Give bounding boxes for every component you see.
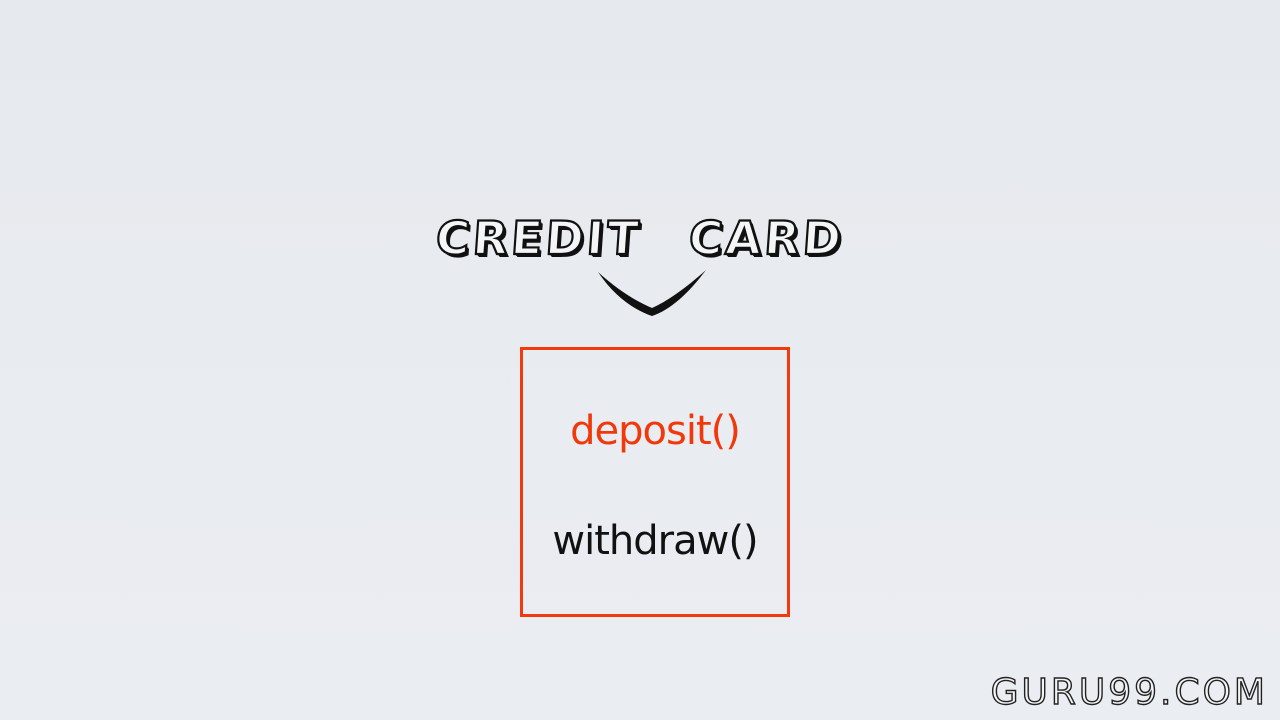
curved-arrow-icon: [598, 270, 706, 316]
credit-card-methods-box: deposit() withdraw(): [520, 347, 790, 617]
watermark-logo: GURU99.COM: [990, 671, 1268, 713]
title-word-card: CARD: [686, 210, 847, 266]
title-word-credit: CREDIT: [433, 210, 644, 266]
method-deposit: deposit(): [570, 408, 741, 454]
method-withdraw: withdraw(): [552, 518, 758, 564]
